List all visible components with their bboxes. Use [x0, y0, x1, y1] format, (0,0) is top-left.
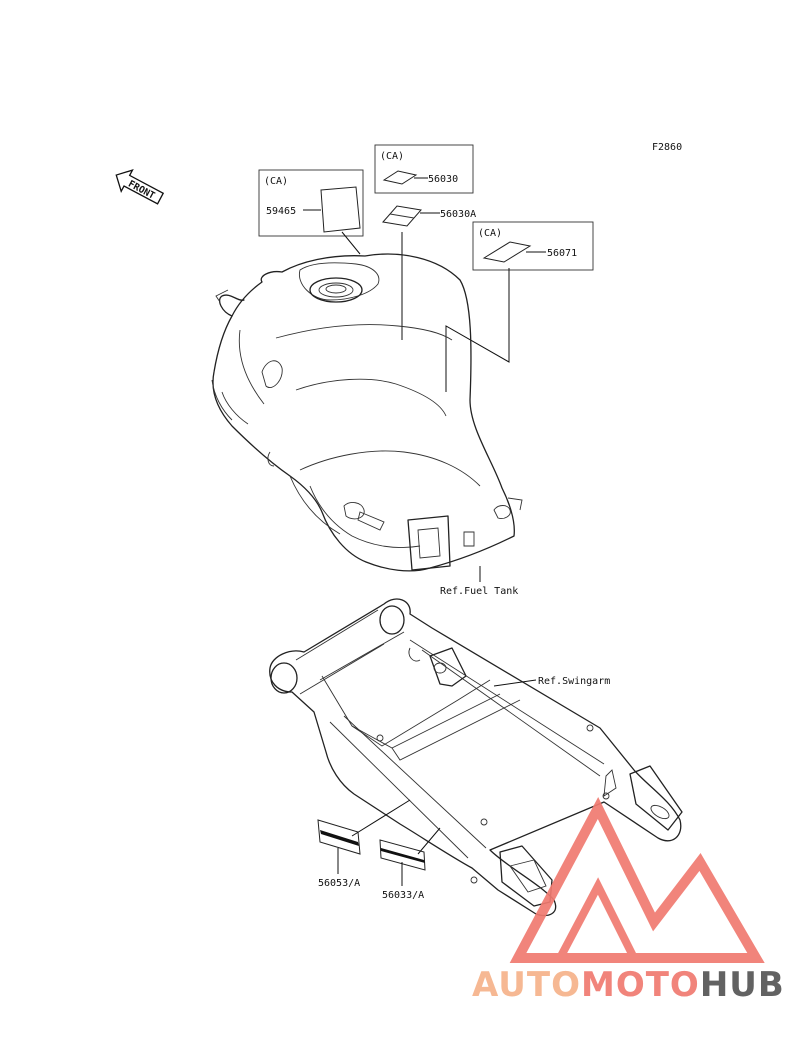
callout-59465[interactable]: (CA) 59465 [258, 169, 364, 255]
part-number-56071: 56071 [547, 248, 577, 259]
ref-swingarm-label: Ref.Swingarm [538, 676, 610, 687]
watermark-text-hub: HUB [700, 965, 785, 1005]
front-direction-arrow-icon: FRONT [115, 169, 165, 205]
ca-label-59465: (CA) [264, 176, 288, 187]
figure-code: F2860 [652, 142, 682, 153]
watermark-text: AUTOMOTOHUB [472, 965, 785, 1005]
part-number-56033a: 56033/A [382, 890, 424, 901]
ref-fuel-tank-label: Ref.Fuel Tank [440, 586, 518, 597]
part-number-56053a: 56053/A [318, 878, 360, 889]
callout-56071[interactable]: (CA) 56071 [445, 221, 594, 392]
callout-56030[interactable]: (CA) 56030 [374, 144, 474, 194]
part-56033a[interactable] [379, 827, 441, 886]
ca-label-56071: (CA) [478, 228, 502, 239]
part-56053a[interactable] [317, 799, 411, 874]
part-number-59465: 59465 [266, 206, 296, 217]
part-56030a[interactable]: 56030A [382, 205, 476, 340]
part-number-56030: 56030 [428, 174, 458, 185]
ca-label-56030: (CA) [380, 151, 404, 162]
part-number-56030a: 56030A [440, 209, 476, 220]
swingarm[interactable] [269, 598, 683, 917]
watermark-text-moto: MOTO [581, 965, 700, 1005]
watermark-logo: AUTOMOTOHUB [472, 797, 785, 1005]
fuel-tank[interactable] [211, 253, 523, 582]
watermark-text-auto: AUTO [472, 965, 581, 1005]
